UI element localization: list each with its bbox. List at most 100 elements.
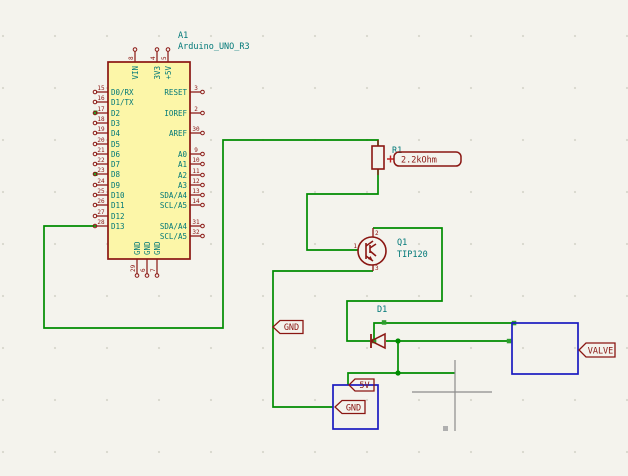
gnd2-label-outline[interactable]: [334, 399, 366, 415]
arduino-reference[interactable]: A1: [178, 31, 188, 41]
svg-text:D5: D5: [111, 140, 120, 149]
junction-dot: [395, 370, 401, 376]
5v-label-outline[interactable]: [348, 378, 375, 392]
svg-text:14: 14: [192, 198, 200, 205]
svg-text:A2: A2: [178, 171, 187, 180]
svg-text:18: 18: [97, 116, 105, 123]
valve-box[interactable]: [511, 322, 579, 375]
svg-text:22: 22: [97, 157, 105, 164]
global-labels: [272, 319, 616, 415]
svg-text:20: 20: [97, 137, 105, 144]
transistor-circle[interactable]: [357, 236, 387, 266]
svg-text:23: 23: [97, 167, 105, 174]
svg-text:D8: D8: [111, 170, 121, 179]
arduino-right-pin-numbers: 3 2 30 9 10 11 12 13 14 31 32: [192, 85, 200, 236]
wire-end-square: [381, 320, 387, 325]
gnd-label-text[interactable]: GND: [284, 323, 299, 333]
svg-text:28: 28: [97, 219, 105, 226]
svg-text:21: 21: [97, 147, 105, 154]
valve-label-outline[interactable]: [578, 342, 616, 358]
svg-text:A3: A3: [178, 181, 187, 190]
svg-text:A0: A0: [178, 150, 188, 159]
wire-end-square: [506, 338, 512, 344]
pin-mark-square: [93, 110, 98, 115]
svg-text:D3: D3: [111, 119, 120, 128]
diode-d1[interactable]: D1: [369, 305, 387, 350]
svg-text:AREF: AREF: [169, 129, 188, 138]
svg-text:RESET: RESET: [164, 88, 187, 97]
svg-text:8: 8: [128, 56, 135, 60]
svg-text:6: 6: [140, 268, 147, 272]
wire-5v[interactable]: [347, 372, 455, 385]
transistor-value[interactable]: TIP120: [397, 250, 428, 260]
svg-text:D9: D9: [111, 181, 120, 190]
top-pin-stubs: [134, 51, 169, 62]
wire-valve-top[interactable]: [373, 322, 515, 341]
diode-triangle[interactable]: [369, 332, 386, 350]
svg-text:25: 25: [97, 188, 105, 195]
svg-text:16: 16: [97, 95, 105, 102]
svg-text:A1: A1: [178, 160, 187, 169]
valve-label-text[interactable]: VALVE: [588, 347, 614, 357]
arduino-symbol[interactable]: A1 Arduino_UNO_R3 D0/RX D1/TX D2 D3 D4 D…: [92, 31, 250, 278]
battery-box[interactable]: [332, 384, 379, 430]
svg-text:D0/RX: D0/RX: [111, 88, 134, 97]
svg-text:SDA/A4: SDA/A4: [160, 222, 188, 231]
svg-text:GND: GND: [133, 241, 142, 255]
diode-reference[interactable]: D1: [377, 305, 387, 315]
anchor-cross: [387, 155, 394, 163]
svg-text:15: 15: [97, 85, 105, 92]
svg-text:19: 19: [97, 126, 105, 133]
svg-text:VIN: VIN: [131, 66, 140, 80]
arduino-top-pins: VIN 3V3 +5V 8 4 5: [128, 56, 173, 80]
svg-text:GND: GND: [153, 241, 162, 255]
svg-text:D11: D11: [111, 201, 125, 210]
svg-text:26: 26: [97, 198, 105, 205]
wire-r1-to-base[interactable]: [306, 169, 379, 251]
bottom-pin-stubs: [136, 259, 158, 274]
5v-label-text[interactable]: 5V: [359, 381, 369, 391]
resistor-value[interactable]: 2.2kOhm: [401, 156, 437, 166]
svg-text:29: 29: [130, 264, 137, 272]
svg-text:31: 31: [192, 219, 200, 226]
svg-text:17: 17: [97, 106, 105, 113]
svg-text:D6: D6: [111, 150, 121, 159]
wire-collector[interactable]: [346, 227, 443, 342]
svg-text:D4: D4: [111, 129, 121, 138]
wire-emitter-to-gnd[interactable]: [272, 270, 373, 408]
value-selection-box[interactable]: [393, 151, 462, 167]
svg-text:GND: GND: [143, 241, 152, 255]
right-pin-stubs: [190, 91, 201, 237]
svg-text:32: 32: [192, 229, 200, 236]
arduino-left-pin-names: D0/RX D1/TX D2 D3 D4 D5 D6 D7 D8 D9 D10 …: [111, 88, 134, 231]
gnd-label-outline[interactable]: [272, 319, 304, 335]
resistor-r1[interactable]: R1 2.2kOhm: [371, 140, 462, 175]
resistor-reference[interactable]: R1: [392, 146, 402, 156]
svg-text:12: 12: [192, 178, 200, 185]
pin1-label: 1: [353, 243, 357, 250]
left-pin-stubs: [96, 91, 108, 227]
arduino-value[interactable]: Arduino_UNO_R3: [178, 42, 250, 52]
svg-text:24: 24: [97, 178, 105, 185]
pin3-label: 3: [375, 265, 379, 272]
transistor-reference[interactable]: Q1: [397, 238, 407, 248]
wire-d13-to-r1[interactable]: [43, 139, 379, 329]
svg-text:9: 9: [194, 147, 198, 154]
svg-text:+5V: +5V: [164, 66, 173, 80]
svg-text:D1/TX: D1/TX: [111, 98, 134, 107]
arduino-bottom-pins: GND GND GND 29 6 7: [130, 241, 162, 272]
svg-text:30: 30: [192, 126, 200, 133]
junction-dot: [395, 338, 401, 344]
svg-text:SCL/A5: SCL/A5: [160, 232, 187, 241]
svg-text:D13: D13: [111, 222, 125, 231]
emitter-arrow: [368, 256, 373, 261]
svg-text:2: 2: [194, 106, 198, 113]
transistor-q1[interactable]: 1 2 3 Q1 TIP120: [353, 228, 428, 272]
pin2-label: 2: [375, 230, 379, 237]
arduino-body[interactable]: [107, 61, 191, 260]
gnd2-label-text[interactable]: GND: [346, 404, 361, 414]
resistor-body[interactable]: [371, 145, 385, 170]
arduino-pin-stubs: [96, 51, 201, 274]
svg-text:SCL/A5: SCL/A5: [160, 201, 187, 210]
